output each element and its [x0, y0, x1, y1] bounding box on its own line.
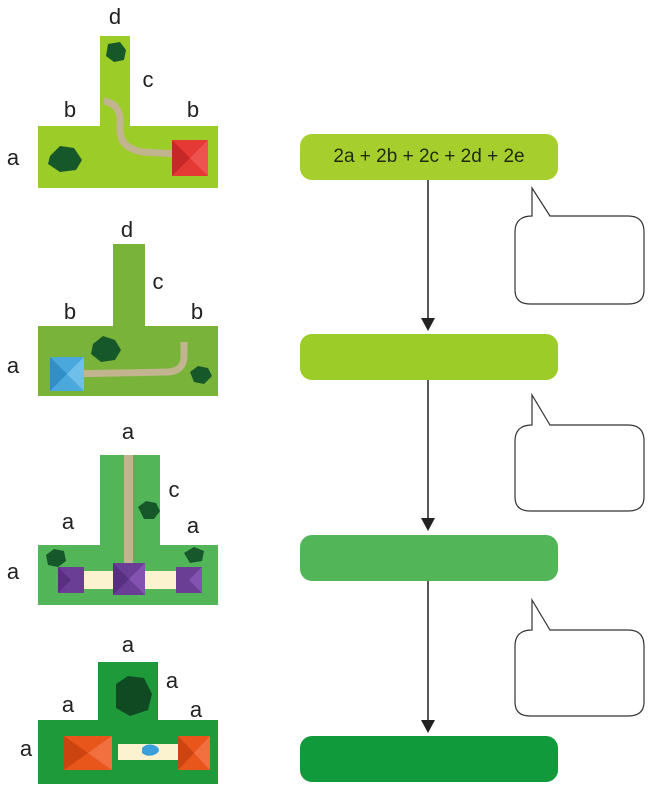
plot-3-label-left-b: a	[61, 509, 75, 534]
speech-bubble-1	[514, 186, 645, 305]
flow-arrowhead-2	[421, 518, 435, 531]
plot-3-label-right-b: a	[186, 513, 200, 538]
plot-4-tree-icon	[116, 676, 152, 716]
plot-2-label-a: a	[6, 353, 20, 378]
flow-arrowhead-1	[421, 318, 435, 331]
plot-2-house-icon	[50, 357, 84, 391]
plot-4-label-right-b: a	[189, 697, 203, 722]
plot-3-tree-icon-2	[46, 549, 66, 567]
flow-arrowhead-3	[421, 720, 435, 733]
plot-3-house-icon	[58, 563, 202, 595]
plot-1-path	[103, 97, 179, 158]
plot-3-label-c: c	[168, 477, 180, 502]
plot-2-ground-stem	[113, 244, 145, 328]
flow-box-4	[300, 736, 558, 782]
plot-3-label-a: a	[6, 559, 20, 584]
plot-2-map	[38, 244, 218, 396]
plot-2-label-c: c	[152, 269, 164, 294]
plot-1-label-left-b: b	[63, 97, 77, 122]
plot-1-label-c: c	[142, 67, 154, 92]
plot-3-tree-icon-3	[184, 547, 204, 563]
flow-box-1: 2a + 2b + 2c + 2d + 2e	[300, 134, 558, 180]
plot-1-label-a: a	[6, 145, 20, 170]
plot-2-tree-icon-2	[190, 366, 212, 384]
plot-3-label-top: a	[121, 419, 135, 444]
plot-3-path	[124, 455, 133, 575]
plot-1-tree-icon	[106, 42, 126, 62]
flow-box-2	[300, 334, 558, 380]
plot-2-path	[67, 342, 188, 378]
plot-2-label-right-b: b	[190, 299, 204, 324]
plot-4-label-left-b: a	[61, 692, 75, 717]
plot-4-map	[38, 662, 218, 784]
plot-4-house-icon	[64, 736, 210, 770]
plot-1-tree-icon-2	[48, 146, 82, 172]
plot-3-map	[38, 455, 218, 605]
speech-bubble-3	[514, 598, 645, 717]
flow-box-3	[300, 535, 558, 581]
plot-4-label-a: a	[19, 736, 33, 761]
plot-1-label-top: d	[108, 4, 122, 29]
plot-1-house-icon	[172, 140, 208, 176]
plot-2-label-left-b: b	[63, 299, 77, 324]
plot-4-label-top: a	[121, 632, 135, 657]
plot-2-label-top: d	[120, 217, 134, 242]
plot-3-tree-icon	[138, 501, 160, 519]
speech-bubble-2	[514, 393, 645, 512]
plot-4-pond-icon	[142, 744, 159, 756]
plot-1-map	[38, 36, 218, 188]
plot-4-label-side: a	[165, 668, 179, 693]
plot-1-label-right-b: b	[186, 97, 200, 122]
plot-2-tree-icon	[91, 336, 121, 362]
